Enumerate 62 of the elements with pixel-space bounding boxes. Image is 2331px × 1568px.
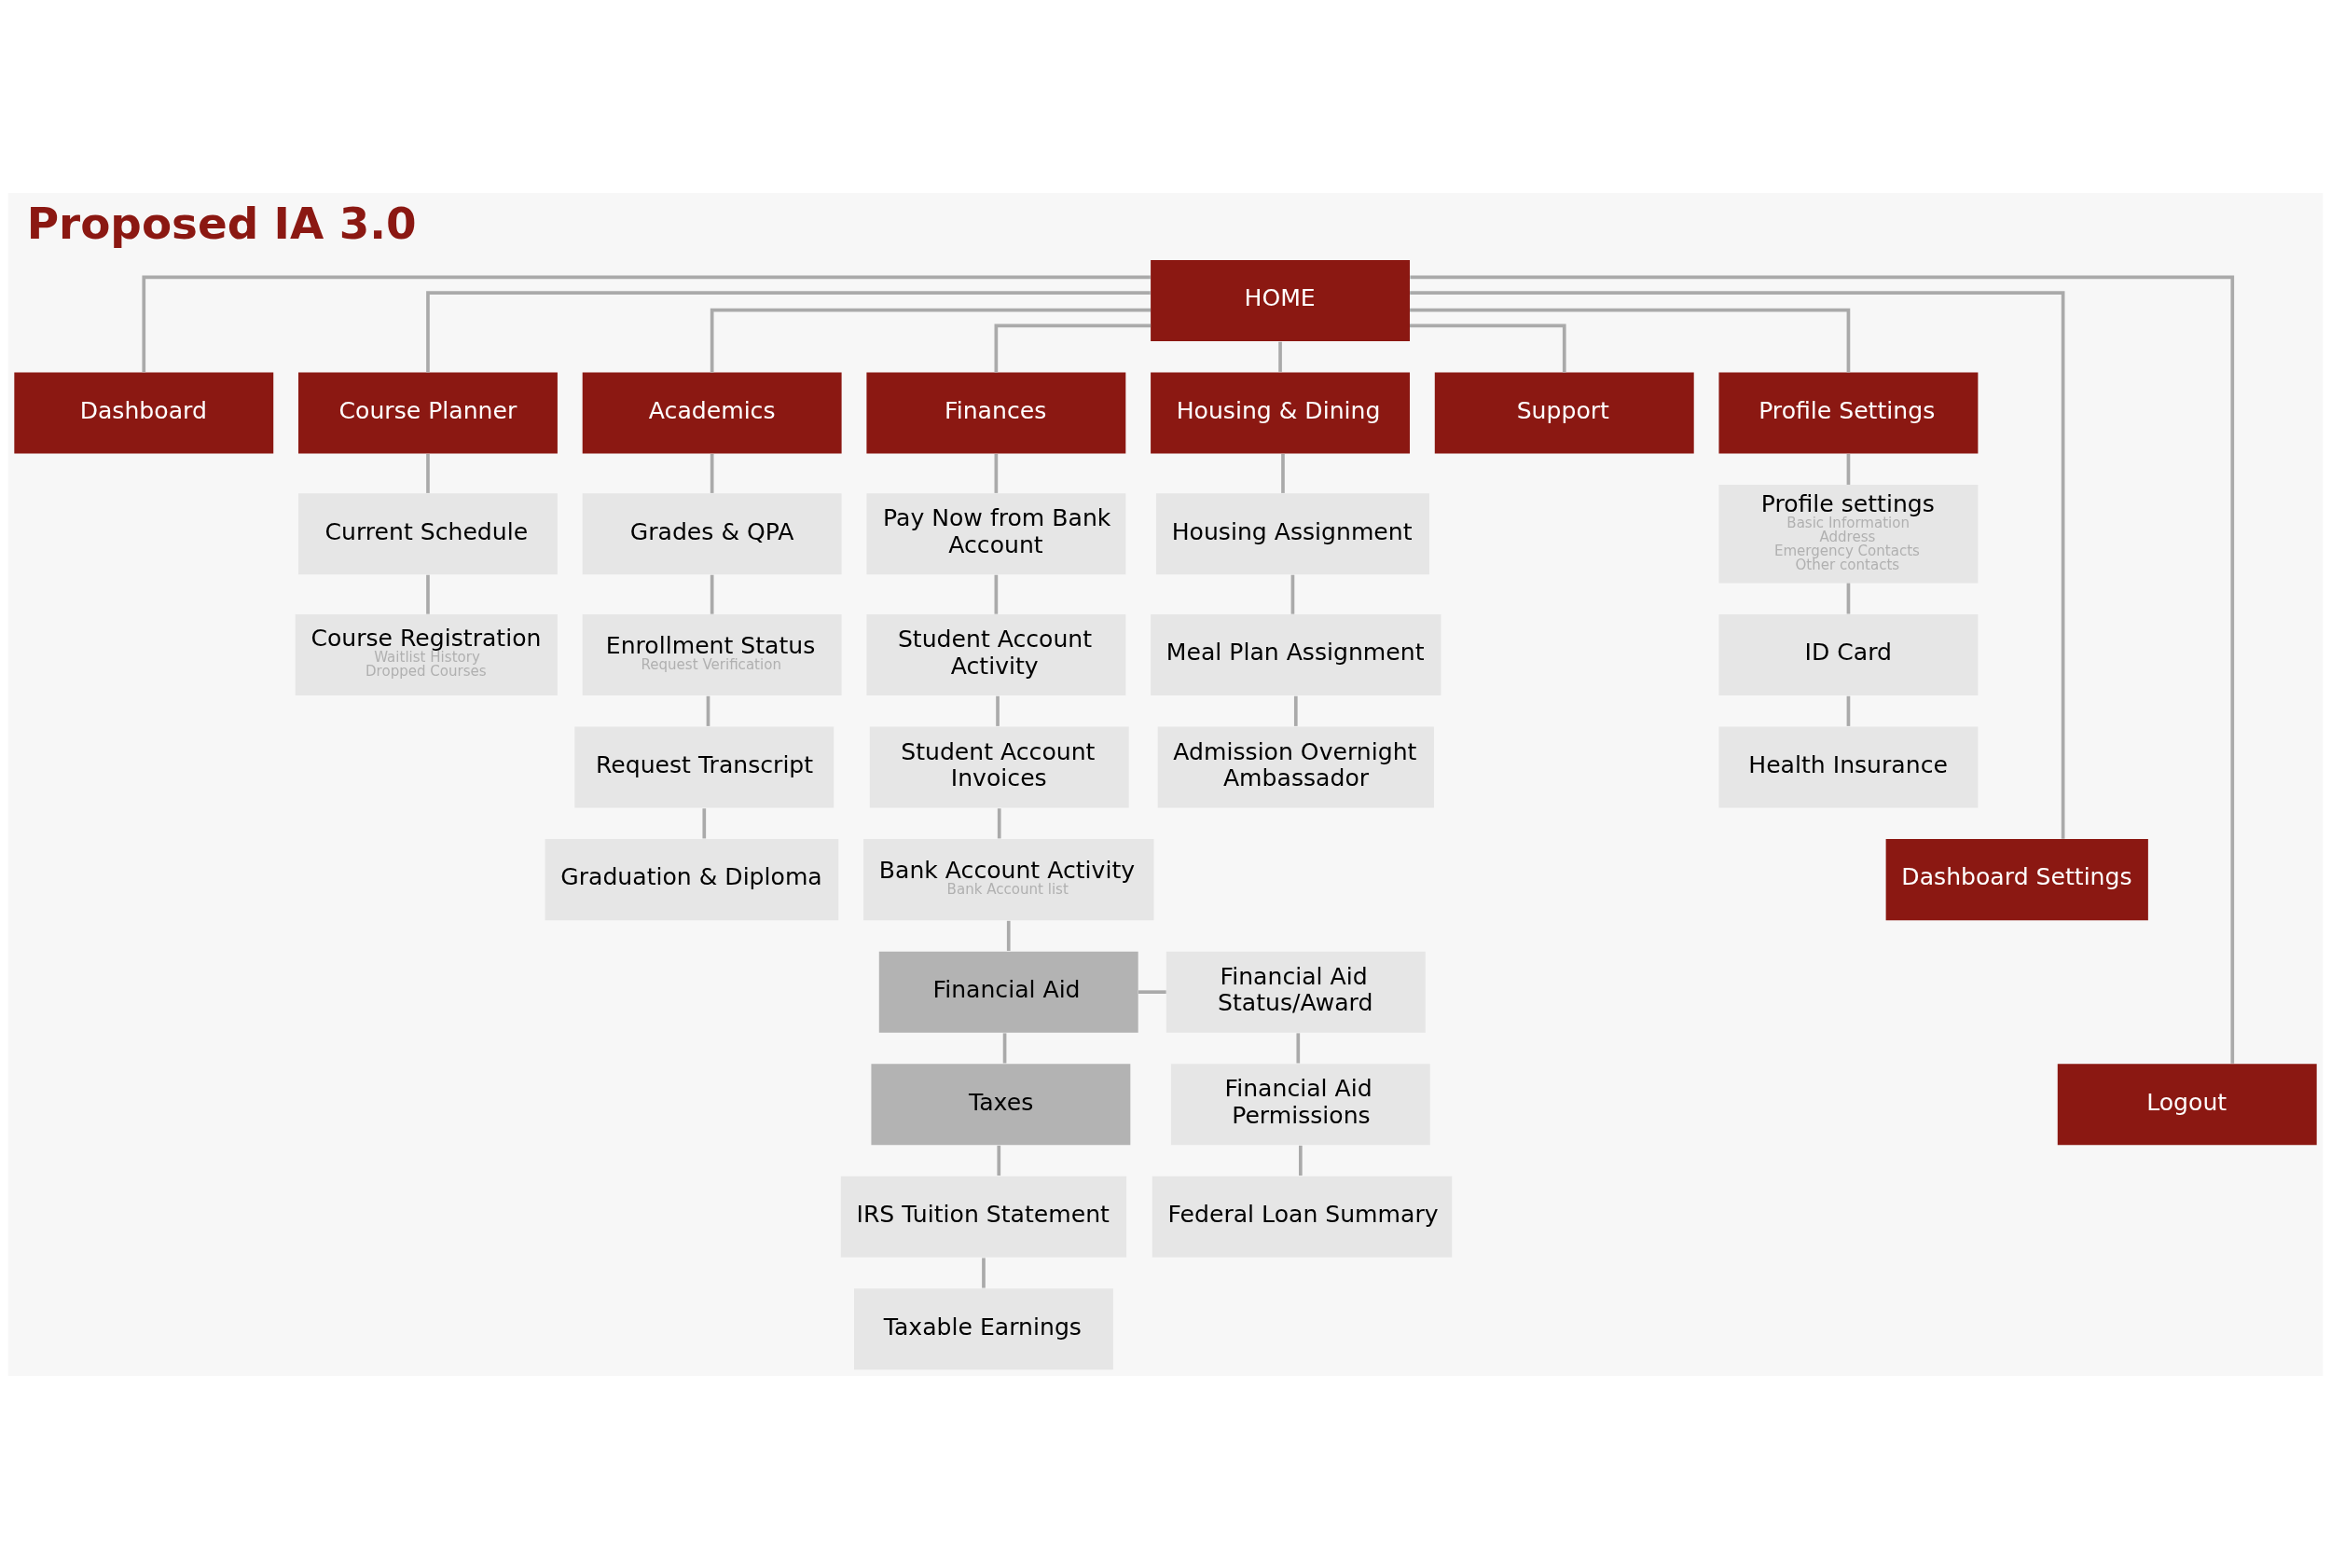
node-box: Dashboard <box>14 372 274 454</box>
connector <box>702 807 707 838</box>
node-box: IRS Tuition Statement <box>840 1176 1127 1258</box>
connector <box>994 574 999 614</box>
node-box: Health Insurance <box>1718 726 1979 808</box>
connector <box>1410 290 2065 839</box>
node-box: Support <box>1434 372 1694 454</box>
connector <box>1002 1032 1007 1063</box>
connector <box>710 574 714 614</box>
node-box: Request Transcript <box>574 726 834 808</box>
node-box: Student Account Activity <box>866 613 1126 695</box>
connector <box>710 453 714 493</box>
connector <box>1293 695 1298 726</box>
node-box: Financial Aid <box>878 951 1138 1033</box>
connector <box>1290 574 1295 614</box>
connector <box>1846 453 1851 485</box>
node-box: Academics <box>582 372 842 454</box>
node-box: Admission Overnight Ambassador <box>1157 726 1434 808</box>
node-box: Housing Assignment <box>1155 492 1429 574</box>
connector <box>994 453 999 493</box>
node-box: HOME <box>1151 259 1410 341</box>
node-box: Pay Now from Bank Account <box>866 492 1126 574</box>
connector <box>1296 1032 1301 1063</box>
node-box: Course Planner <box>298 372 558 454</box>
node-box: Grades & QPA <box>582 492 842 574</box>
connector <box>426 453 430 493</box>
node-box: Federal Loan Summary <box>1152 1176 1453 1258</box>
connector <box>996 695 1000 726</box>
node-box: Financial Aid Status/Award <box>1166 951 1426 1033</box>
connector <box>426 574 430 614</box>
connector <box>1006 920 1011 951</box>
connector <box>994 323 1152 372</box>
connector <box>1410 323 1566 372</box>
node-box: Logout <box>2057 1063 2317 1145</box>
connector <box>1298 1145 1303 1176</box>
connector <box>706 695 710 726</box>
connector <box>997 807 1001 838</box>
node-box: Dashboard Settings <box>1885 838 2148 920</box>
node-box: Taxes <box>871 1063 1131 1145</box>
node-box: Housing & Dining <box>1151 372 1410 454</box>
node-box: Student Account Invoices <box>869 726 1129 808</box>
connector <box>710 308 1151 372</box>
connector <box>997 1145 1001 1176</box>
diagram-title: Proposed IA 3.0 <box>26 197 417 249</box>
node-box: Profile Settings <box>1718 372 1979 454</box>
node-box: Current Schedule <box>298 492 558 574</box>
node-box: Taxable Earnings <box>854 1287 1113 1369</box>
connector <box>1410 275 2235 1064</box>
node-box: ID Card <box>1718 613 1979 695</box>
connector <box>426 290 1151 372</box>
connector <box>1846 583 1851 614</box>
node-box: Graduation & Diploma <box>545 838 839 920</box>
node-box: Finances <box>866 372 1126 454</box>
connector <box>1846 695 1851 726</box>
connector <box>1410 308 1851 372</box>
connector <box>982 1257 986 1288</box>
node-box: Financial Aid Permissions <box>1170 1063 1430 1145</box>
connector <box>1138 989 1166 994</box>
connector <box>1281 453 1285 493</box>
node-box: Meal Plan Assignment <box>1151 613 1441 695</box>
connector <box>142 275 1151 372</box>
connector <box>1278 341 1282 372</box>
